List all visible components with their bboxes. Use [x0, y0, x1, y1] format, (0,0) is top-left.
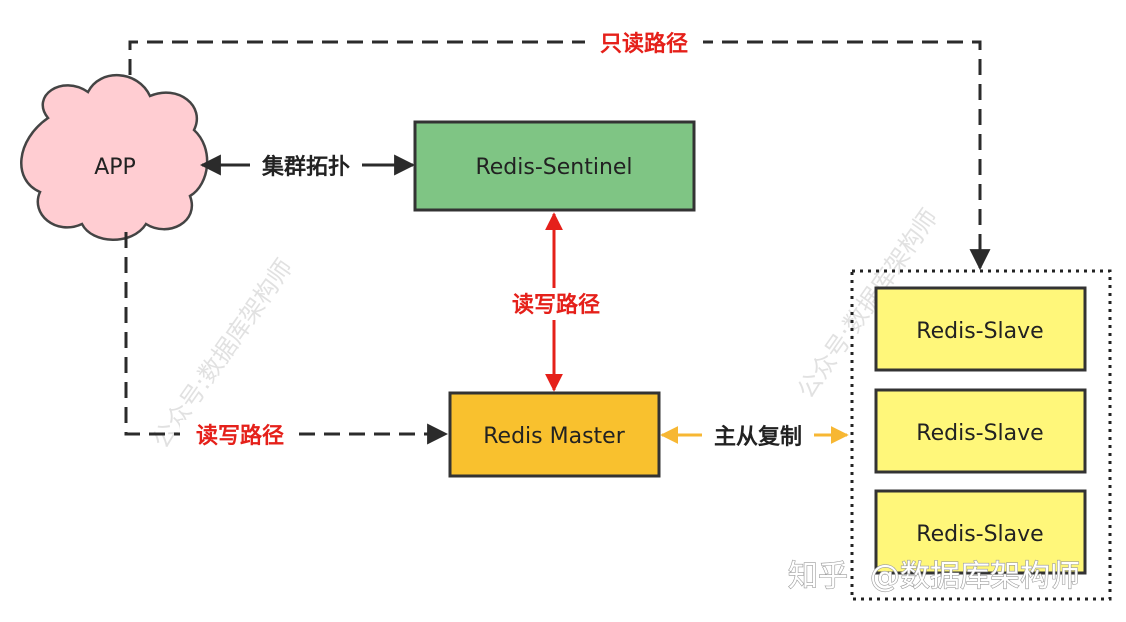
slave-group-border — [850, 269, 1112, 601]
slave-label-2: Redis-Slave — [916, 421, 1043, 446]
master-box — [448, 391, 661, 478]
label-readwrite-sentinel: 读写路径 — [512, 292, 600, 318]
slave-box-1 — [874, 286, 1087, 372]
brand-handle: @数据库架构师 — [870, 559, 1080, 594]
label-cluster-topology: 集群拓扑 — [261, 154, 350, 180]
edge-label-bg — [585, 28, 703, 58]
brand-platform: 知乎 — [788, 559, 848, 594]
slave-group: Redis-Slave Redis-Slave Redis-Slave — [850, 269, 1112, 601]
slave-box-2 — [874, 388, 1087, 474]
slave-label-1: Redis-Slave — [916, 319, 1043, 344]
label-replication: 主从复制 — [714, 424, 802, 450]
edge-label-bg — [498, 288, 614, 320]
master-node: Redis Master — [448, 391, 661, 478]
master-label: Redis Master — [483, 424, 625, 449]
sentinel-label: Redis-Sentinel — [475, 155, 632, 180]
app-node: APP — [20, 74, 209, 241]
cloud-shape — [20, 74, 209, 241]
slave-label-3: Redis-Slave — [916, 522, 1043, 547]
edge-label-bg — [180, 420, 296, 450]
label-readonly-path: 只读路径 — [600, 31, 688, 57]
app-label: APP — [94, 155, 136, 180]
edge-app-master — [124, 232, 449, 445]
sentinel-node: Redis-Sentinel — [413, 120, 696, 212]
edge-readonly-path — [128, 40, 991, 271]
label-readwrite-app: 读写路径 — [196, 423, 284, 449]
edge-label-bg — [702, 420, 814, 450]
edge-label-bg — [250, 150, 362, 180]
slave-box-3 — [874, 489, 1087, 575]
sentinel-box — [413, 120, 696, 212]
